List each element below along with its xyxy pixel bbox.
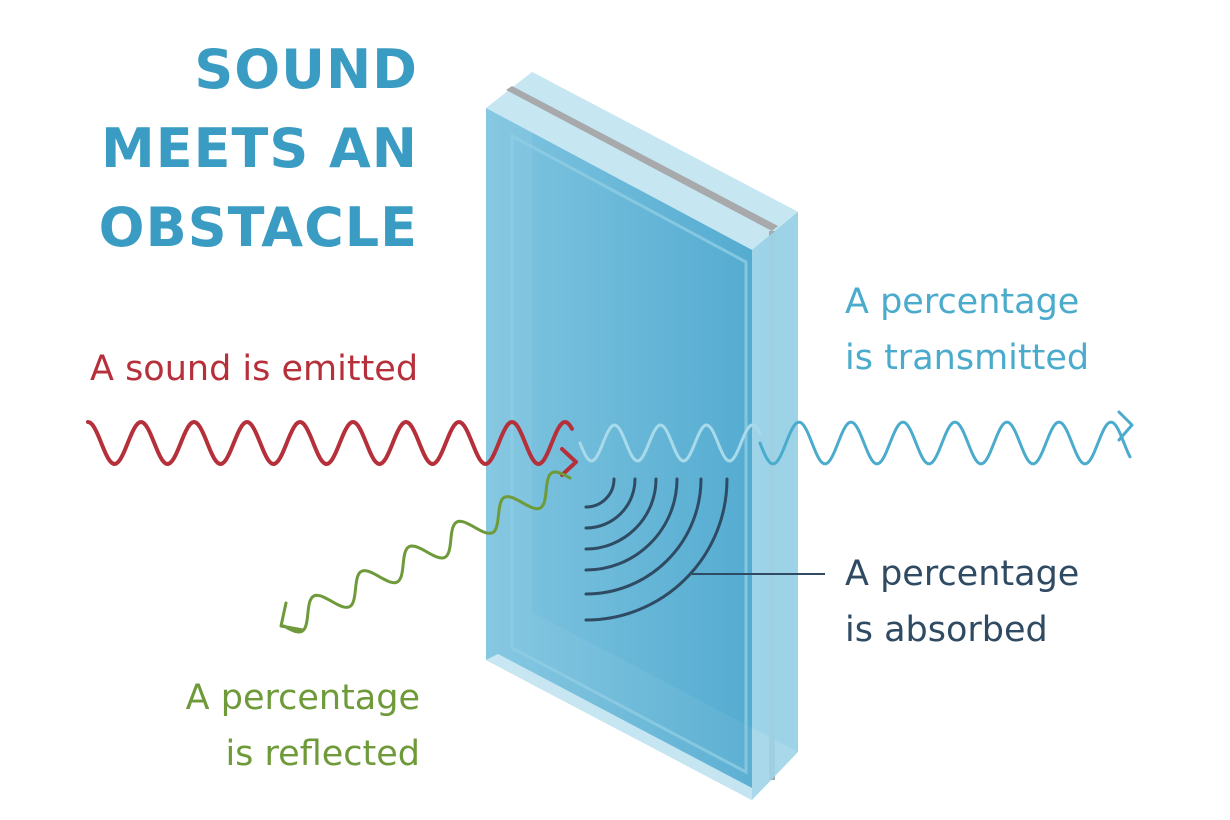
- transmitted-sound-wave: [758, 420, 1132, 466]
- label-absorbed-line-2: is absorbed: [845, 610, 1048, 650]
- title-line-1: SOUND: [194, 38, 418, 101]
- absorbed-arc-2: [584, 477, 637, 530]
- transmitted-arrowhead: [1117, 410, 1134, 442]
- incident-sound-wave: [86, 419, 574, 467]
- glass-gap-layer: [506, 86, 778, 231]
- label-reflected: A percentage is reflected: [186, 670, 420, 782]
- label-transmitted-line-1: A percentage: [845, 282, 1080, 322]
- label-transmitted-line-2: is transmitted: [845, 338, 1090, 378]
- label-absorbed: A percentage is absorbed: [845, 546, 1079, 658]
- glass-side-edge: [752, 212, 798, 800]
- absorbed-arc-6: [584, 477, 729, 622]
- absorbed-arc-1: [584, 477, 616, 509]
- diagram-title: SOUND MEETS AN OBSTACLE: [99, 30, 418, 267]
- label-absorbed-line-1: A percentage: [845, 554, 1080, 594]
- title-line-2: MEETS AN: [100, 117, 418, 180]
- label-transmitted: A percentage is transmitted: [845, 274, 1089, 386]
- absorbed-arcs: [584, 477, 729, 622]
- absorbed-arc-4: [584, 477, 679, 572]
- reflected-sound-wave: [282, 470, 572, 634]
- glass-inner-bevel: [510, 133, 748, 775]
- glass-front-pane: [486, 108, 752, 800]
- glass-panel: [486, 72, 798, 800]
- absorbed-arc-3: [584, 477, 658, 551]
- reflected-arrowhead: [279, 601, 305, 632]
- label-sound-emitted-line-1: A sound is emitted: [90, 349, 419, 389]
- title-line-3: OBSTACLE: [98, 196, 418, 259]
- label-reflected-line-2: is reflected: [225, 734, 420, 774]
- absorbed-arc-5: [584, 477, 703, 596]
- label-sound-emitted: A sound is emitted: [90, 341, 418, 397]
- incident-arrowhead: [560, 447, 578, 477]
- label-reflected-line-1: A percentage: [185, 678, 420, 718]
- glass-bottom-edge: [486, 654, 752, 800]
- transmitted-wave-inside-glass: [578, 423, 762, 463]
